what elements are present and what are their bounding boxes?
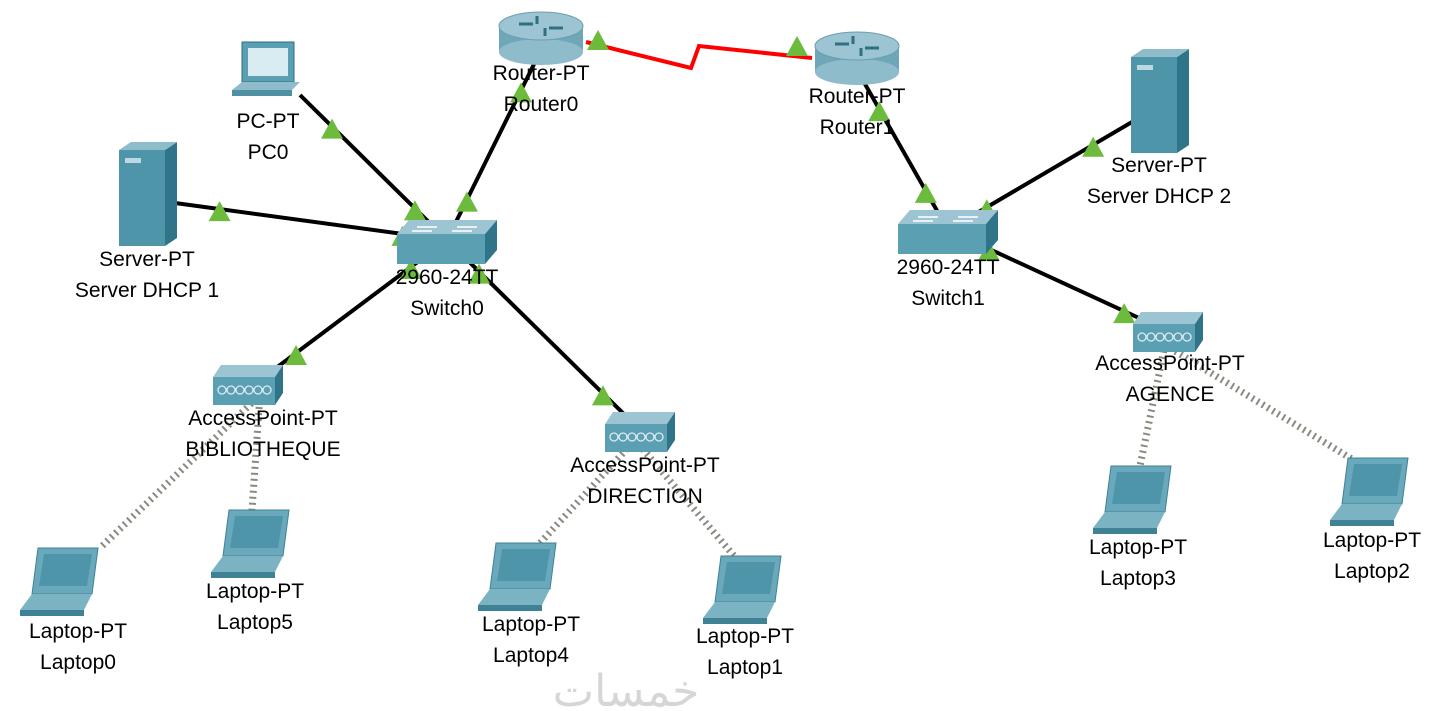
link-ap_bib-laptop0[interactable] — [97, 392, 263, 551]
link-up-indicator-icon — [977, 240, 1000, 261]
device-name-label: Server DHCP 2 — [1087, 185, 1231, 208]
device-laptop2[interactable] — [1330, 457, 1409, 526]
link-up-indicator-icon — [1082, 136, 1105, 157]
device-model-label: Server-PT — [1111, 154, 1207, 177]
access-point-icon — [1133, 312, 1203, 352]
device-model-label: AccessPoint-PT — [570, 454, 720, 477]
device-router1[interactable] — [814, 31, 900, 85]
link-ap_agence-laptop3[interactable] — [1136, 344, 1169, 467]
link-up-indicator-icon — [587, 30, 609, 50]
device-name-label: Laptop5 — [217, 611, 293, 634]
link-up-indicator-icon — [591, 385, 614, 406]
link-up-indicator-icon — [399, 258, 422, 279]
device-model-label: AccessPoint-PT — [188, 407, 338, 430]
device-model-label: Laptop-PT — [1323, 529, 1421, 552]
link-ap_bib-laptop5[interactable] — [248, 394, 264, 511]
laptop-icon — [211, 509, 290, 578]
device-ap_bib[interactable] — [213, 365, 283, 405]
device-laptop4[interactable] — [478, 542, 557, 611]
device-ap_agence[interactable] — [1133, 312, 1203, 352]
link-up-indicator-icon — [510, 82, 533, 103]
device-name-label: Router1 — [820, 116, 895, 139]
laptop-icon — [1330, 457, 1409, 526]
device-name-label: AGENCE — [1126, 383, 1215, 406]
server-icon — [1131, 49, 1189, 153]
link-up-indicator-icon — [914, 182, 937, 203]
device-model-label: Laptop-PT — [29, 620, 127, 643]
router-icon — [498, 11, 584, 65]
link-up-indicator-icon — [455, 191, 478, 212]
devices-layer — [20, 11, 1409, 624]
device-laptop1[interactable] — [703, 555, 782, 624]
device-server2[interactable] — [1131, 49, 1189, 153]
device-name-label: Laptop4 — [493, 644, 569, 667]
device-name-label: Server DHCP 1 — [75, 279, 219, 302]
labels-layer: Router-PT Router0 Router-PT Router1 PC-PT PC0… — [29, 62, 1421, 679]
watermark-logo: خمسات — [553, 666, 700, 711]
link-pc0-switch0[interactable] — [298, 93, 449, 242]
laptop-icon — [703, 555, 782, 624]
device-name-label: DIRECTION — [587, 485, 703, 508]
device-model-label: Laptop-PT — [206, 580, 304, 603]
pc-icon — [232, 41, 300, 96]
device-model-label: AccessPoint-PT — [1095, 352, 1245, 375]
link-ap_dir-laptop1[interactable] — [632, 437, 738, 560]
link-ap_agence-laptop2[interactable] — [1163, 342, 1362, 467]
device-laptop5[interactable] — [211, 509, 290, 578]
device-model-label: PC-PT — [237, 110, 300, 133]
link-up-indicator-icon — [285, 345, 308, 366]
router-icon — [814, 31, 900, 85]
link-router1-switch1[interactable] — [855, 69, 950, 231]
laptop-icon — [1093, 465, 1172, 534]
device-switch0[interactable] — [397, 220, 497, 264]
device-laptop0[interactable] — [20, 547, 99, 616]
device-switch1[interactable] — [898, 210, 998, 254]
switch-icon — [898, 210, 998, 254]
device-pc0[interactable] — [232, 41, 300, 96]
device-name-label: Laptop0 — [40, 651, 116, 674]
device-model-label: Router-PT — [809, 85, 906, 108]
device-name-label: Switch0 — [410, 297, 484, 320]
link-router0-router1[interactable] — [585, 30, 813, 71]
link-switch0-ap_dir[interactable] — [445, 238, 637, 427]
access-point-icon — [605, 412, 675, 452]
device-name-label: Laptop2 — [1334, 560, 1410, 583]
link-router0-switch0[interactable] — [445, 49, 543, 241]
link-up-indicator-icon — [403, 200, 426, 221]
device-model-label: Router-PT — [493, 62, 590, 85]
device-model-label: Laptop-PT — [1089, 536, 1187, 559]
link-up-indicator-icon — [468, 263, 491, 284]
device-model-label: 2960-24TT — [897, 256, 1000, 279]
device-laptop3[interactable] — [1093, 465, 1172, 534]
device-model-label: Laptop-PT — [696, 625, 794, 648]
device-name-label: PC0 — [248, 141, 289, 164]
link-up-indicator-icon — [868, 101, 891, 122]
link-up-indicator-icon — [786, 36, 808, 56]
device-model-label: 2960-24TT — [396, 266, 499, 289]
link-up-indicator-icon — [1113, 303, 1136, 324]
link-up-indicator-icon — [208, 201, 231, 222]
device-name-label: Laptop3 — [1100, 567, 1176, 590]
device-name-label: Router0 — [504, 93, 579, 116]
device-server1[interactable] — [119, 142, 177, 246]
switch-icon — [397, 220, 497, 264]
device-name-label: Switch1 — [911, 287, 985, 310]
device-name-label: Laptop1 — [707, 656, 783, 679]
laptop-icon — [478, 542, 557, 611]
link-up-indicator-icon — [321, 118, 344, 139]
device-ap_dir[interactable] — [605, 412, 675, 452]
laptop-icon — [20, 547, 99, 616]
device-model-label: Laptop-PT — [482, 613, 580, 636]
server-icon — [119, 142, 177, 246]
access-point-icon — [213, 365, 283, 405]
device-router0[interactable] — [498, 11, 584, 65]
device-model-label: Server-PT — [99, 248, 195, 271]
device-name-label: BIBLIOTHEQUE — [185, 438, 340, 461]
